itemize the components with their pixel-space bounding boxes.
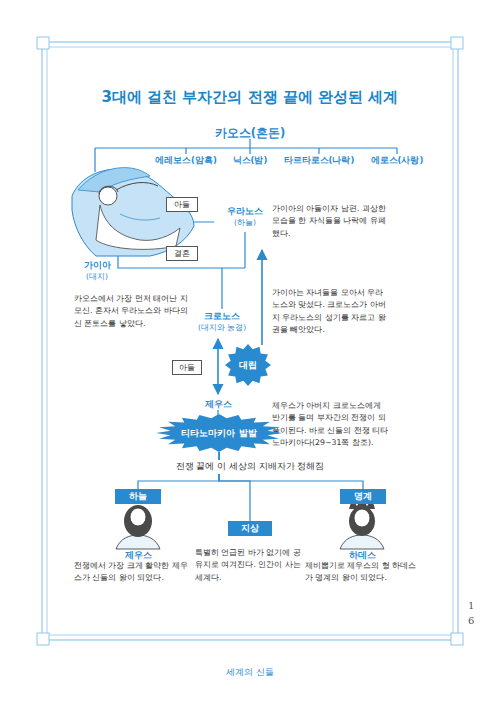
realm-box: 하늘 — [115, 489, 161, 504]
note-text: 특별히 언급된 바가 없기에 공유지로 여겨진다. 인간이 사는 세계다. — [195, 547, 305, 584]
deity-name: 타르타로스(나락) — [274, 154, 364, 168]
deity-name: 에레보스(암흑) — [144, 154, 228, 168]
note-text: 제비뽑기로 제우스의 형 하데스가 명계의 왕이 되었다. — [305, 560, 417, 585]
result-caption: 전쟁 끝에 이 세상의 지배자가 정해짐 — [165, 460, 335, 474]
deity-name: 가이아 — [72, 258, 122, 272]
note-text: 가이아는 자녀들을 모아서 우라노스와 맞섰다. 크로노스가 아버지 우라노스의… — [272, 287, 390, 337]
node-text: 아들 — [179, 363, 195, 373]
deity-name: 제우스 — [108, 548, 168, 562]
deity-name: 제우스 — [188, 397, 248, 411]
deity-name: 우라노스 — [215, 204, 275, 218]
deity-domain: (대지와 농경) — [182, 322, 262, 334]
deity-name: 하데스 — [332, 548, 392, 562]
node-text: 아들 — [174, 200, 190, 210]
deity-domain: (하늘) — [215, 217, 275, 229]
hades-portrait — [340, 497, 384, 549]
node-text: 명계 — [354, 491, 372, 501]
node-text: 지상 — [241, 523, 259, 533]
page-number: 16 — [468, 598, 477, 628]
note-text: 제우스가 아버지 크로노스에게 반기를 들며 부자간의 전쟁이 되풀이된다. 바… — [272, 400, 390, 450]
realm-box: 지상 — [228, 521, 272, 536]
deity-name: 닉스(밤) — [220, 154, 280, 168]
conflict-burst: 대립 — [225, 344, 271, 386]
note-text: 카오스에서 가장 먼저 태어난 지모신. 혼자서 우라노스와 바다의 신 폰토스… — [74, 293, 194, 330]
relation-tag: 아들 — [166, 197, 198, 212]
burst-shape — [156, 414, 282, 452]
war-burst: 티타노마키아 발발 — [156, 414, 282, 452]
relation-tag: 결혼 — [166, 246, 198, 261]
realm-box: 명계 — [340, 489, 386, 504]
page-title: 3대에 걸친 부자간의 전쟁 끝에 완성된 세계 — [50, 88, 450, 107]
relation-tag: 아들 — [172, 360, 202, 375]
deity-name: 크로노스 — [187, 309, 257, 323]
note-text: 가이아의 아들이자 남편. 괴상한 모습을 한 자식들을 나락에 유폐했다. — [272, 203, 386, 240]
node-text: 티타노마키아 발발 — [181, 428, 256, 439]
node-text: 하늘 — [129, 491, 147, 501]
running-footer: 세계의 신들 — [190, 665, 310, 679]
burst-shape — [225, 344, 271, 386]
deity-name: 에로스(사랑) — [359, 154, 435, 168]
deity-name: 카오스(혼돈) — [190, 124, 310, 142]
deity-domain: (대지) — [72, 271, 122, 283]
note-text: 전쟁에서 가장 크게 활약한 제우스가 신들의 왕이 되었다. — [74, 560, 192, 585]
node-text: 대립 — [239, 360, 257, 370]
node-text: 결혼 — [174, 249, 190, 259]
page-frame — [37, 37, 463, 645]
zeus-portrait — [116, 505, 160, 549]
